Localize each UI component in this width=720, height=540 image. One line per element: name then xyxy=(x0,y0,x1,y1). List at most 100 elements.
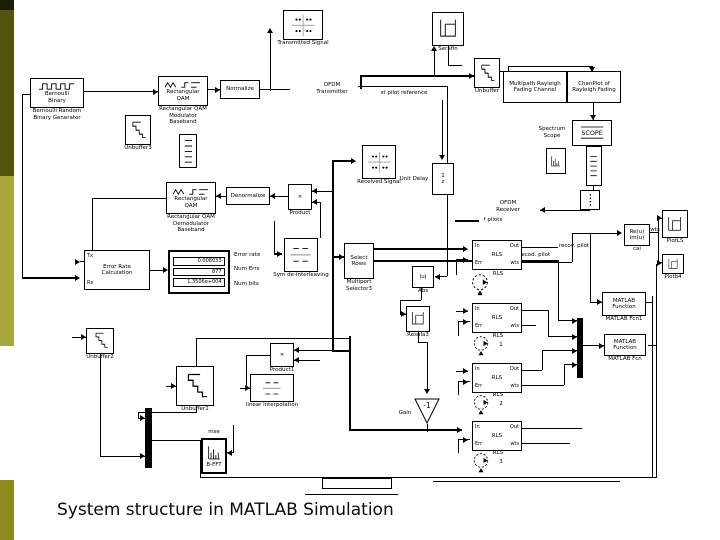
serafin-buffer-block[interactable]: Serafin xyxy=(432,12,464,52)
pulse-icon xyxy=(38,83,75,90)
chanplot-rayleigh-block[interactable]: ChanPlot of Rayleigh Fading xyxy=(567,71,621,103)
rls1-block-port-in: In xyxy=(475,306,480,312)
scope-block[interactable]: SCOPE xyxy=(572,120,612,146)
gain-block[interactable]: -1 xyxy=(414,398,440,424)
arrowhead xyxy=(599,343,604,349)
unbuffer2-block[interactable]: Unbuffer2 xyxy=(86,328,114,360)
wire xyxy=(564,364,565,385)
mse-scope-block[interactable]: B-FFT xyxy=(201,438,227,474)
arrowhead xyxy=(339,254,344,260)
rls2-viz-scope[interactable] xyxy=(470,394,492,416)
wire xyxy=(458,381,459,395)
interleaver-matrix-icon xyxy=(263,381,281,394)
linear-interpolation-block[interactable]: linear interpolation xyxy=(246,374,298,408)
wire xyxy=(138,412,139,419)
diagram-label: decod. pilot xyxy=(517,252,551,258)
wire xyxy=(522,325,536,326)
arrowhead xyxy=(597,299,602,305)
diagram-label: Num Errs xyxy=(234,266,260,272)
wire xyxy=(350,429,462,431)
sym-deinterleaver-block[interactable]: Sym de-interleaving xyxy=(273,238,329,278)
arrowhead xyxy=(439,155,445,160)
denormalize-block[interactable]: Denormalize xyxy=(226,187,270,205)
unbuffer3-block[interactable]: Unbuffer3 xyxy=(124,115,152,151)
buffer-a-block[interactable] xyxy=(179,134,197,168)
rls2-block-port-out: Out xyxy=(509,366,519,372)
buffer-c-block[interactable] xyxy=(580,190,600,210)
resula3-buffer-block-label: Resula3 xyxy=(407,332,429,338)
rls3-viz-scope[interactable] xyxy=(470,452,492,474)
diagram-label: OFDM Receiver xyxy=(496,200,520,213)
multipath-rayleigh-channel-block[interactable]: Multipath Rayleigh Fading Channel xyxy=(503,71,567,103)
wire xyxy=(590,302,602,303)
unbuffer-stairs-icon xyxy=(132,121,146,138)
mux-left[interactable] xyxy=(145,408,152,468)
arrowhead xyxy=(463,319,468,325)
normalize-block-text: Normalize xyxy=(226,86,254,93)
wire xyxy=(458,321,459,336)
plotb4-buffer-block[interactable]: Plotb4 xyxy=(662,254,684,280)
arrowhead xyxy=(215,87,220,93)
diagram-label: 1 xyxy=(499,342,503,348)
bfft-small-block[interactable] xyxy=(546,148,566,174)
wire xyxy=(72,337,86,338)
buffer-icon xyxy=(668,216,682,231)
unbuffer1-block[interactable]: Unbuffer1 xyxy=(176,366,214,412)
rls-viz-scope[interactable] xyxy=(468,273,492,297)
adaptive-viz-icon xyxy=(472,274,488,296)
qam-demodulator-block-text: Rectangular QAM xyxy=(174,196,208,209)
product-block[interactable]: ×Product xyxy=(288,184,312,216)
arrowhead xyxy=(351,158,356,164)
product1-block[interactable]: ×Product1 xyxy=(270,343,294,373)
wire xyxy=(400,300,401,314)
unbuffer-block[interactable]: Unbuffer xyxy=(474,58,500,94)
tx-constellation-scope[interactable]: Transmitted Signal xyxy=(277,10,329,46)
wire xyxy=(448,65,462,66)
buffer-lines-icon xyxy=(184,139,192,163)
slide-border-segment xyxy=(0,176,14,346)
arrowhead xyxy=(277,251,282,257)
rls3-block-text: RLS xyxy=(491,432,503,439)
wire xyxy=(312,191,332,192)
arrowhead xyxy=(153,89,158,95)
wire xyxy=(84,91,160,92)
re-im-cal-block[interactable]: Re(u) Im(u)cal xyxy=(624,224,650,252)
abs-block[interactable]: |u|Abs xyxy=(412,266,434,294)
wire xyxy=(448,46,449,66)
plotls-buffer-block[interactable]: PlotLS xyxy=(662,210,688,244)
wire xyxy=(456,259,457,275)
arrowhead xyxy=(589,67,595,72)
wire xyxy=(333,350,349,352)
buffer-b-block[interactable] xyxy=(586,146,602,186)
rls1-viz-scope[interactable] xyxy=(470,335,492,357)
product-block-label: Product xyxy=(289,210,311,216)
resula3-buffer-block[interactable]: Resula3 xyxy=(406,306,430,338)
wire xyxy=(305,494,398,495)
wire xyxy=(572,233,573,262)
arrowhead xyxy=(572,348,577,354)
bottom-box[interactable] xyxy=(322,478,392,489)
rls-block-port-err: Err xyxy=(475,260,483,266)
wire xyxy=(455,220,479,222)
unit-delay-block[interactable]: 1 z xyxy=(432,163,454,195)
wire xyxy=(196,338,197,366)
wire xyxy=(196,338,349,339)
diagram-label: Spectrum Scope xyxy=(538,126,566,139)
mux-right[interactable] xyxy=(577,318,583,378)
rx-constellation-scope[interactable]: Received Signal xyxy=(357,145,401,185)
arrowhead xyxy=(657,215,662,221)
normalize-block[interactable]: Normalize xyxy=(220,80,260,99)
arrowhead xyxy=(75,259,80,265)
